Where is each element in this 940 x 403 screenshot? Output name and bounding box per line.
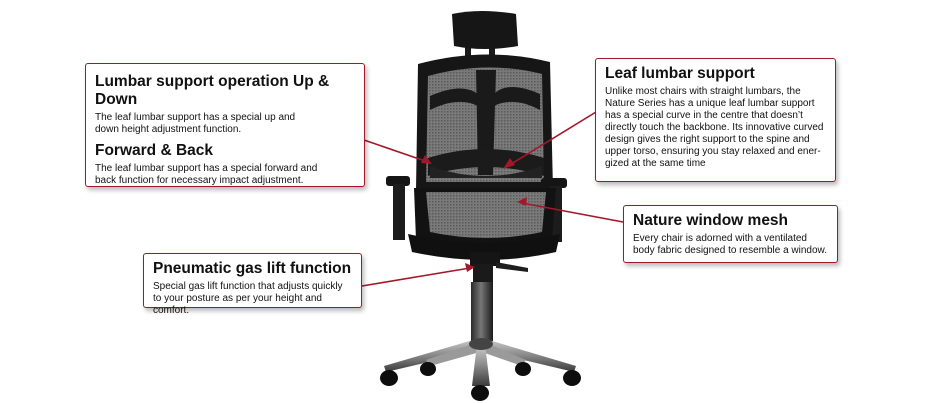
leaf-lumbar-text: Unlike most chairs with straight lumbars… — [605, 86, 824, 169]
forward-back-text: The leaf lumbar support has a special fo… — [95, 163, 318, 186]
star-base — [384, 338, 576, 386]
mesh-text: Every chair is adorned with a ventilated… — [633, 233, 828, 256]
seat — [408, 188, 560, 272]
mesh-title: Nature window mesh — [633, 212, 789, 229]
gas-lift-cylinder — [471, 264, 493, 344]
gas-lift-callout: Pneumatic gas lift function Special gas … — [143, 253, 362, 316]
casters — [380, 362, 581, 401]
headrest — [452, 11, 518, 59]
lumbar-callout: Lumbar support operation Up & Down The l… — [85, 63, 365, 187]
backrest — [416, 54, 553, 191]
lumbar-text: The leaf lumbar support has a special up… — [95, 112, 296, 135]
leaf-lumbar-callout: Leaf lumbar support Unlike most chairs w… — [595, 58, 836, 182]
leaf-lumbar-title: Leaf lumbar support — [605, 65, 755, 82]
gas-lift-title: Pneumatic gas lift function — [153, 260, 352, 277]
forward-back-title: Forward & Back — [95, 142, 214, 159]
mesh-callout: Nature window mesh Every chair is adorne… — [623, 205, 838, 263]
callout-connectors — [361, 111, 624, 287]
gas-lift-text: Special gas lift function that adjusts q… — [153, 281, 343, 316]
lumbar-title: Lumbar support operation Up & Down — [95, 73, 330, 108]
armrests — [386, 176, 567, 242]
